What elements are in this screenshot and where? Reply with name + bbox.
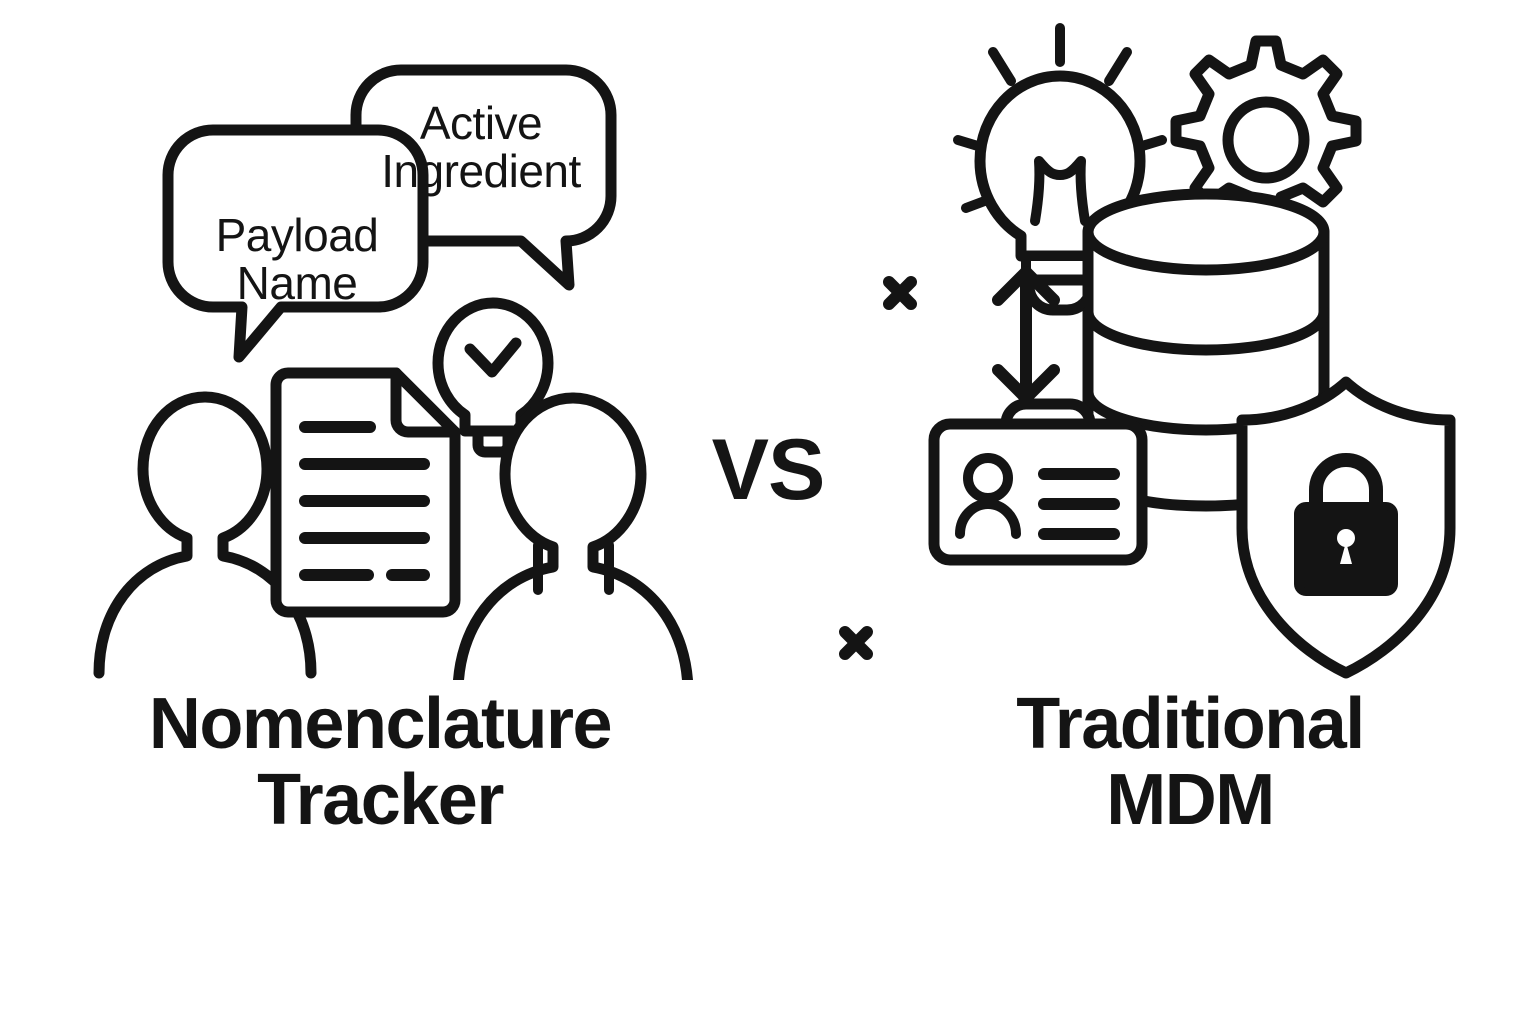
double-arrow-vertical-icon [992,266,1060,404]
padlock-icon [1294,453,1398,596]
right-caption-line1: Traditional [1016,684,1365,764]
id-badge-text-lines [1038,468,1120,540]
document-icon [270,367,461,618]
x-mark-icon-2 [839,626,873,660]
right-caption-line2: MDM [1106,760,1275,841]
x-mark-icon-1 [883,276,917,310]
right-panel-caption: Traditional MDM [880,686,1500,839]
bubble-payload-name [162,124,429,363]
left-panel-caption: Nomenclature Tracker [60,686,700,839]
lightbulb-check-icon [432,297,554,458]
document-text-lines [299,421,430,581]
id-badge-icon [928,398,1148,566]
versus-label: VS [711,422,826,518]
bubble-active-ingredient-text: Active Ingredient [356,97,606,197]
bubble-payload-name-text: Payload Name [172,209,422,309]
nomenclature-tracker-artwork [93,64,693,680]
traditional-mdm-artwork [839,23,1456,679]
person-right-icon [453,392,693,680]
left-caption-line1: Nomenclature [148,684,613,764]
bubble-payload-name-line1: Payload [215,209,379,261]
gear-icon [1170,35,1362,227]
bubble-payload-name-line2: Name [236,256,358,309]
left-comparison-panel: Active Ingredient Payload Name [0,0,700,1024]
traditional-mdm-panel [836,0,1536,1024]
left-caption-line2: Tracker [257,760,504,841]
shield-lock-icon [1236,376,1456,679]
versus-separator: VS [700,410,836,530]
bubble-active-ingredient-line2: Ingredient [381,144,581,197]
bubble-active-ingredient-line1: Active [419,97,543,149]
